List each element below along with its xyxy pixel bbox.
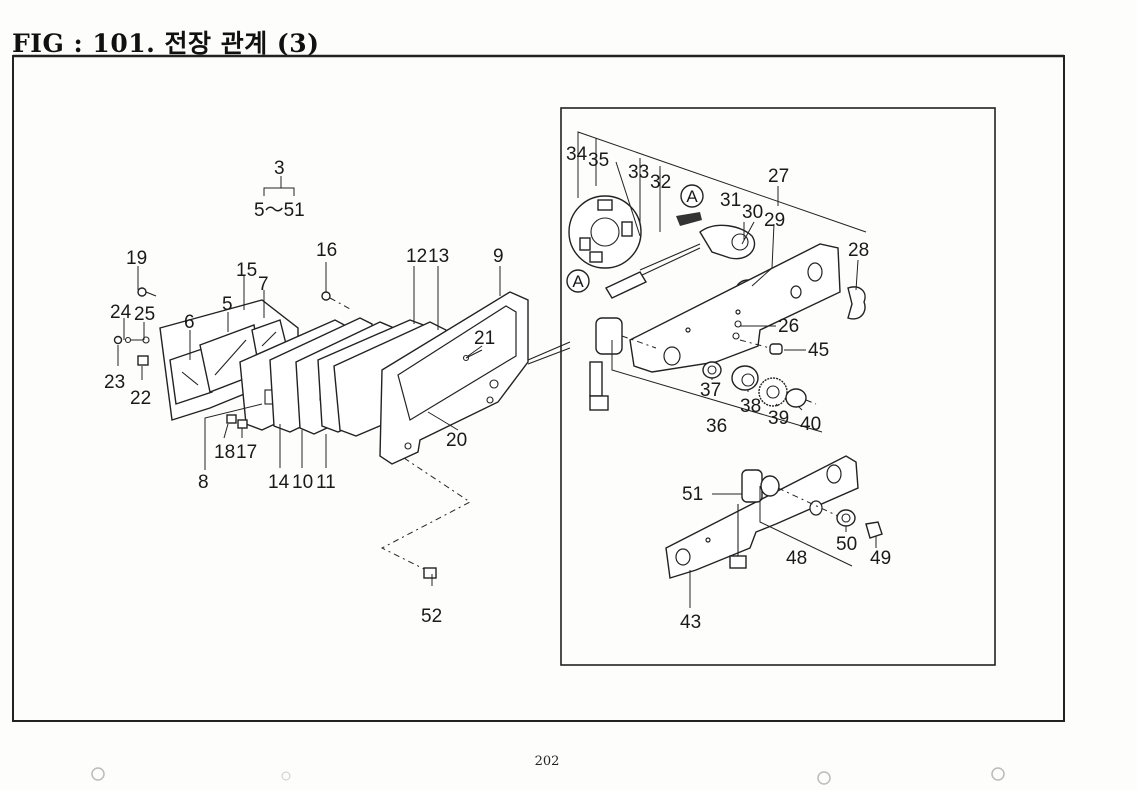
detail-marker-a-2-label: A <box>686 187 698 206</box>
callout-40: 40 <box>800 414 821 435</box>
callout-7: 7 <box>258 274 269 295</box>
callout-19: 19 <box>126 248 147 269</box>
instrument-cluster-group <box>113 287 571 579</box>
callout-25: 25 <box>134 304 155 325</box>
callout-labels: 3 5〜51 19 15 7 5 6 24 25 23 22 16 12 13 … <box>104 144 891 633</box>
callout-32: 32 <box>650 172 671 193</box>
callout-51: 51 <box>682 484 703 505</box>
callout-5: 5 <box>222 294 233 315</box>
callout-43: 43 <box>680 612 701 633</box>
callout-45: 45 <box>808 340 829 361</box>
callout-13: 13 <box>428 246 449 267</box>
pull-switch-body <box>595 317 623 355</box>
callout-11: 11 <box>316 472 336 493</box>
callout-27: 27 <box>768 166 789 187</box>
callout-49: 49 <box>870 548 891 569</box>
callout-28: 28 <box>848 240 869 261</box>
callout-10: 10 <box>292 472 313 493</box>
callout-34: 34 <box>566 144 588 165</box>
callout-23: 23 <box>104 372 125 393</box>
callout-31: 31 <box>720 190 741 211</box>
left-leader-lines <box>117 176 501 586</box>
callout-35: 35 <box>588 150 609 171</box>
callout-18: 18 <box>214 442 235 463</box>
fuel-gauge <box>169 347 213 405</box>
callout-30: 30 <box>742 202 763 223</box>
detail-a-group: A A <box>566 131 883 579</box>
callout-17: 17 <box>236 442 257 463</box>
assembly-range-label: 5〜51 <box>254 200 305 221</box>
callout-9: 9 <box>493 246 504 267</box>
callout-33: 33 <box>628 162 649 183</box>
callout-22: 22 <box>130 388 151 409</box>
right-leader-lines <box>611 161 877 608</box>
callout-3: 3 <box>274 158 285 179</box>
switch-mounting-plate <box>629 243 841 373</box>
detail-marker-a-1 <box>566 269 590 293</box>
callout-39: 39 <box>768 408 789 429</box>
callout-24: 24 <box>110 302 132 323</box>
callout-20: 20 <box>446 430 467 451</box>
lower-switch-bracket <box>665 455 859 579</box>
callout-36: 36 <box>706 416 727 437</box>
callout-26: 26 <box>778 316 799 337</box>
callout-8: 8 <box>198 472 209 493</box>
callout-6: 6 <box>184 312 195 333</box>
callout-14: 14 <box>268 472 290 493</box>
callout-37: 37 <box>700 380 721 401</box>
callout-21: 21 <box>474 328 495 349</box>
page-number: 202 <box>534 754 560 769</box>
callout-16: 16 <box>316 240 337 261</box>
callout-52: 52 <box>421 606 442 627</box>
detail-inset-frame <box>560 107 996 666</box>
callout-38: 38 <box>740 396 761 417</box>
callout-29: 29 <box>764 210 785 231</box>
callout-48: 48 <box>786 548 807 569</box>
figure-title: FIG : 101. 전장 관계 (3) <box>12 29 320 58</box>
detail-marker-a-2 <box>680 184 704 208</box>
callout-15: 15 <box>236 260 257 281</box>
callout-50: 50 <box>836 534 857 555</box>
callout-12: 12 <box>406 246 427 267</box>
detail-marker-a-1-label: A <box>572 272 584 291</box>
harness-connector <box>699 224 756 260</box>
